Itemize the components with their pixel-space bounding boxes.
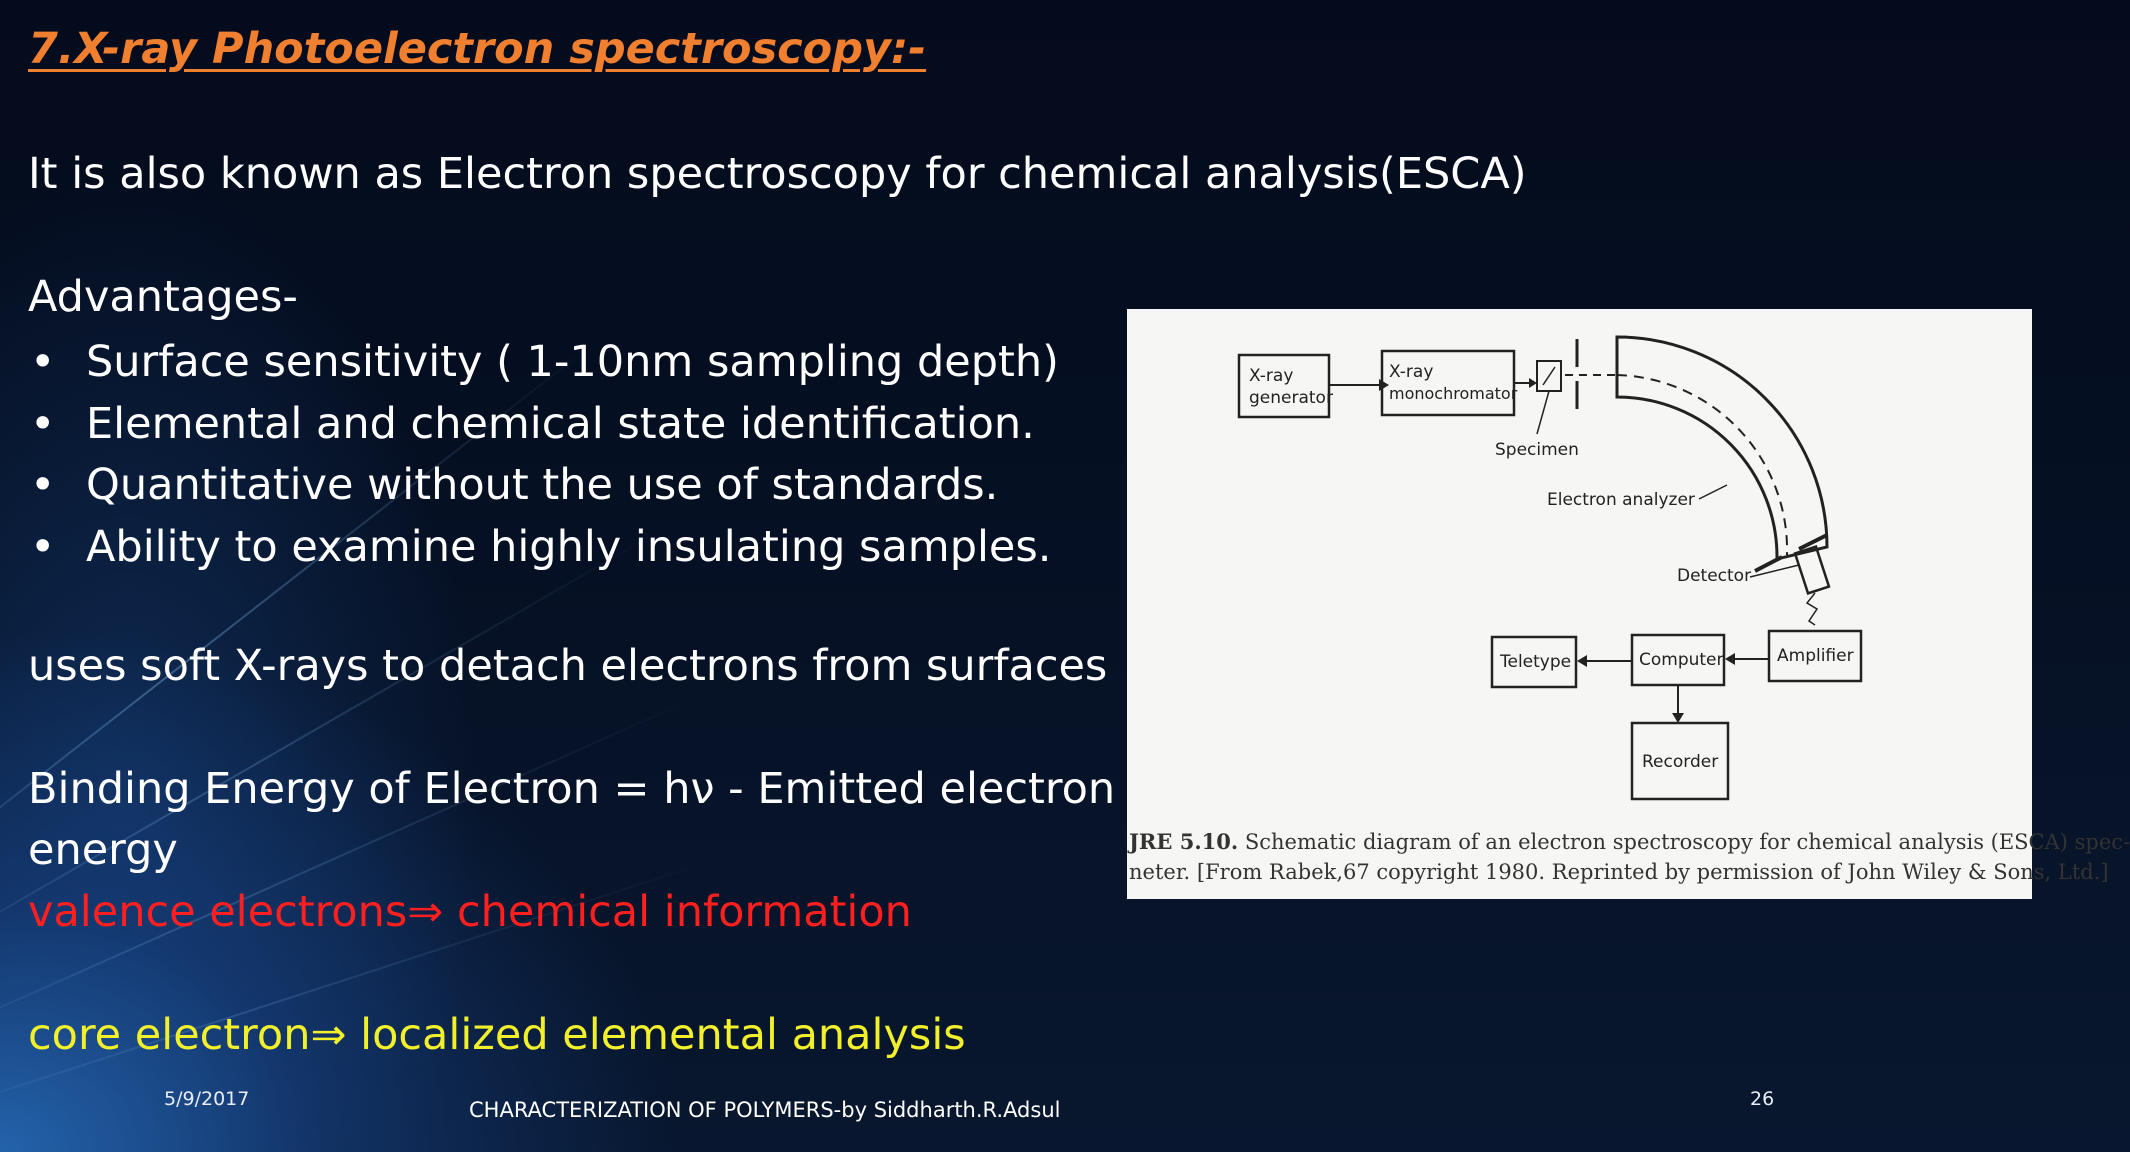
monochromator-box [1380, 349, 1516, 417]
intro-text: It is also known as Electron spectroscop… [28, 149, 1527, 199]
teletype-box [1490, 635, 1578, 689]
advantage-text: Elemental and chemical state identificat… [86, 398, 1035, 449]
advantage-text: Surface sensitivity ( 1-10nm sampling de… [86, 337, 1059, 387]
computer-label: Computer [1639, 650, 1724, 670]
xray-generator-label-2: generator [1249, 388, 1333, 408]
valence-electrons-text: valence electrons⇒ chemical information [28, 887, 912, 937]
binding-energy-line-2: energy [28, 825, 178, 875]
bullet-icon: • [30, 398, 56, 449]
footer-title: CHARACTERIZATION OF POLYMERS-by Siddhart… [469, 1098, 1061, 1122]
detector-label: Detector [1677, 566, 1751, 586]
soft-xrays-text: uses soft X-rays to detach electrons fro… [28, 641, 1108, 691]
monochromator-label-2: monochromator [1389, 384, 1518, 403]
figure-caption: JRE 5.10. Schematic diagram of an electr… [1129, 827, 2130, 887]
bullet-icon: • [30, 521, 56, 572]
electron-analyzer-label: Electron analyzer [1547, 490, 1695, 510]
list-item: • Elemental and chemical state identifica… [28, 394, 1059, 456]
bullet-icon: • [30, 337, 56, 387]
advantages-list: • Surface sensitivity ( 1-10nm sampling d… [28, 332, 1059, 578]
recorder-box [1630, 721, 1730, 801]
list-item: • Surface sensitivity ( 1-10nm sampling d… [28, 332, 1059, 394]
advantage-text: Quantitative without the use of standard… [86, 460, 999, 510]
page-number: 26 [1750, 1088, 1775, 1110]
bullet-icon: • [30, 460, 56, 510]
esca-schematic-figure: X-ray generator X-ray monochromator Spec… [1127, 309, 2130, 899]
core-electron-text: core electron⇒ localized elemental analy… [28, 1010, 966, 1060]
monochromator-label-1: X-ray [1389, 362, 1433, 382]
detector-box [1793, 545, 1831, 595]
xray-generator-label-1: X-ray [1249, 366, 1293, 386]
figure-caption-label: JRE 5.10. [1129, 829, 1239, 854]
specimen-label: Specimen [1495, 440, 1579, 460]
electron-analyzer [1615, 335, 1829, 561]
binding-energy-line-1: Binding Energy of Electron = hν - Emitte… [28, 764, 1116, 814]
recorder-label: Recorder [1642, 752, 1718, 772]
teletype-label: Teletype [1499, 652, 1571, 672]
footer-date: 5/9/2017 [164, 1088, 250, 1110]
slide-title: 7.X-ray Photoelectron spectroscopy:- [28, 24, 927, 74]
list-item: • Ability to examine highly insulating sa… [28, 517, 1059, 579]
amplifier-label: Amplifier [1777, 646, 1854, 666]
amplifier-box [1767, 629, 1863, 683]
advantages-heading: Advantages- [28, 272, 298, 322]
figure-caption-line-1: Schematic diagram of an electron spectro… [1244, 830, 2130, 854]
figure-caption-line-2: neter. [From Rabek,67 copyright 1980. Re… [1129, 860, 2109, 884]
esca-schematic-diagram: X-ray generator X-ray monochromator Spec… [1237, 335, 1863, 801]
list-item: • Quantitative without the use of standar… [28, 455, 1059, 517]
advantage-text: Ability to examine highly insulating sam… [86, 521, 1052, 572]
